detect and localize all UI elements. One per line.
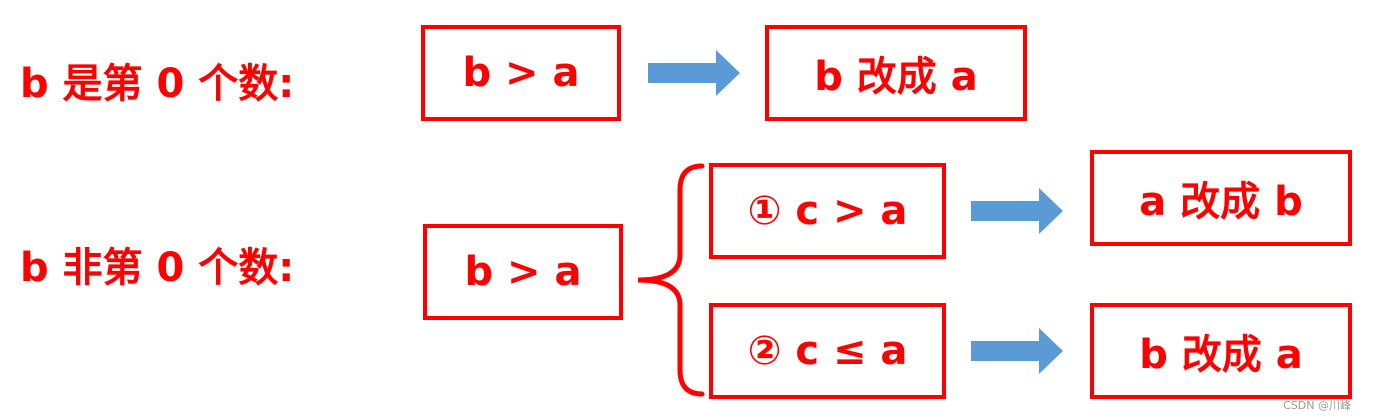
branch1-arrow-icon (971, 188, 1063, 234)
row1-arrow-icon (648, 50, 740, 96)
branch1-result-box: a 改成 b (1090, 150, 1352, 246)
branch2-condition-box: ② c ≤ a (709, 303, 946, 399)
watermark: CSDN @川峰 (1283, 399, 1351, 412)
branch2-arrow-icon (971, 328, 1063, 374)
branch-brace-icon (637, 163, 705, 397)
row2-label: b 非第 0 个数: (20, 245, 295, 291)
row1-condition-box: b > a (421, 25, 621, 121)
row2-condition-box: b > a (423, 224, 623, 320)
branch2-result-box: b 改成 a (1090, 303, 1352, 399)
branch1-condition-box: ① c > a (709, 163, 946, 259)
row1-result-box: b 改成 a (765, 25, 1027, 121)
row1-label: b 是第 0 个数: (20, 61, 295, 107)
